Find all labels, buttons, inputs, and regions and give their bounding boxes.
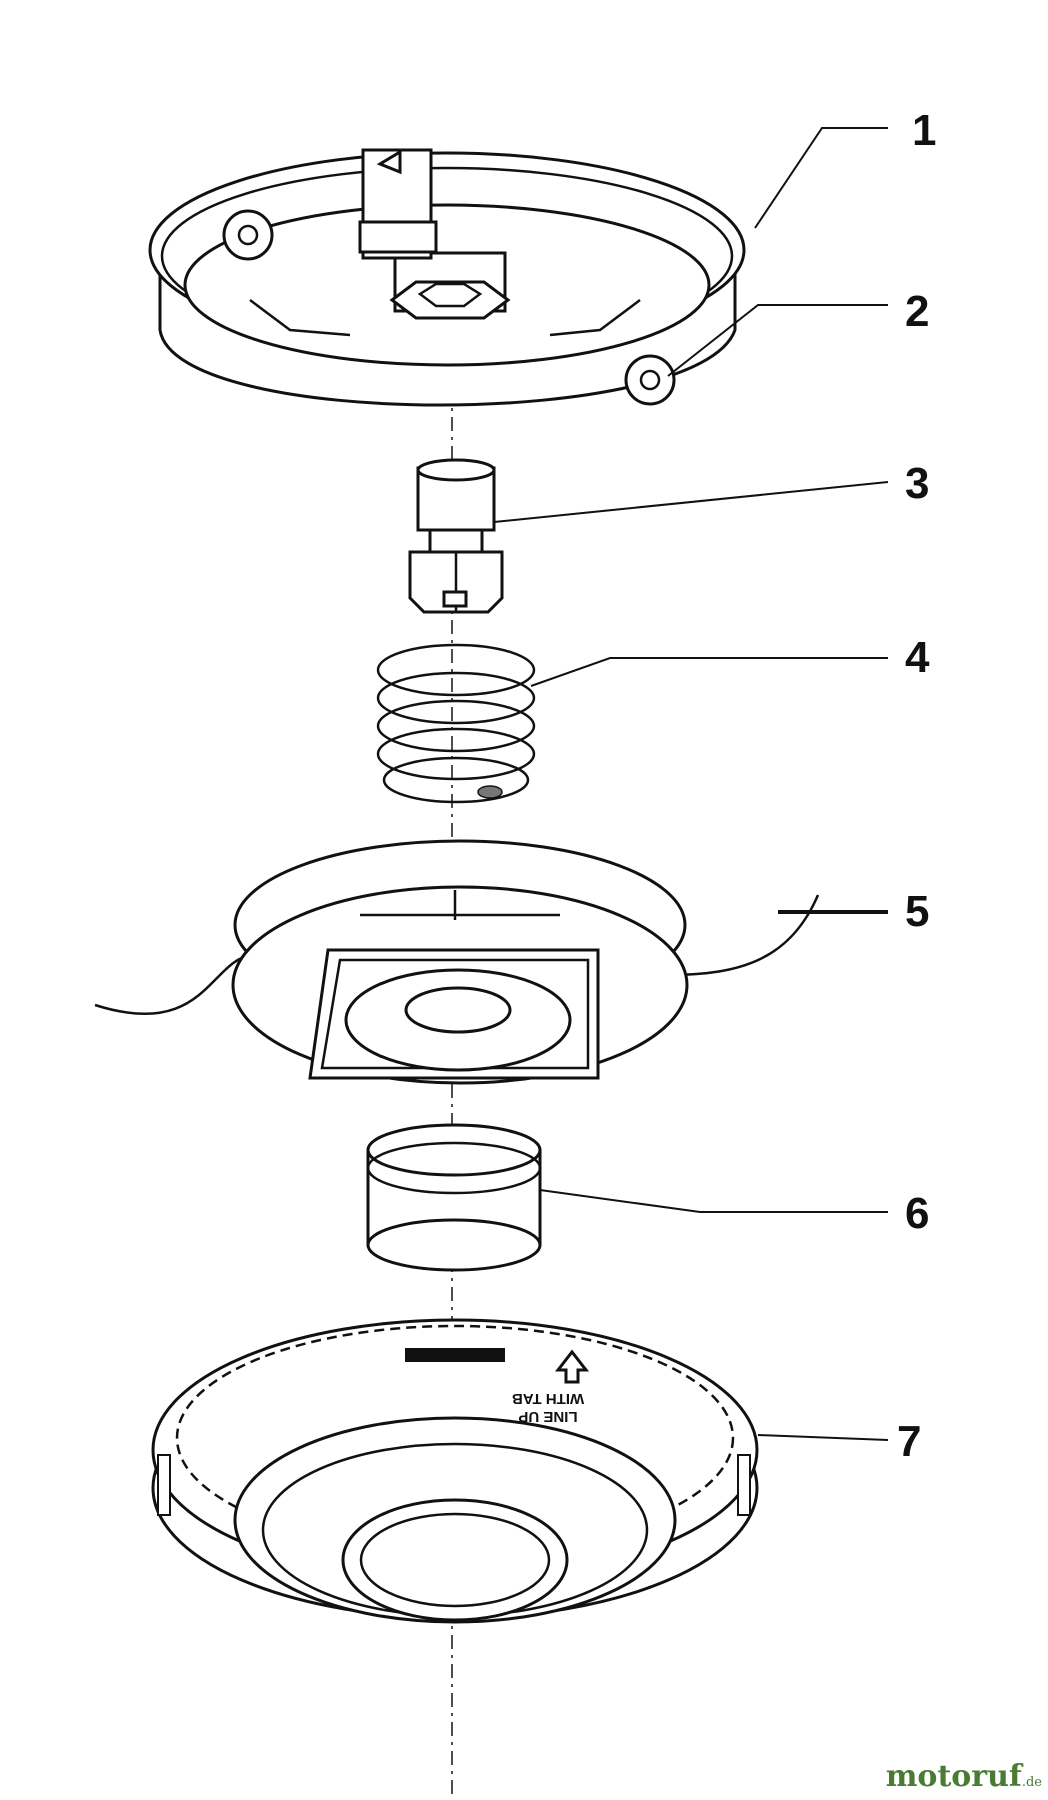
part-1-housing [148, 148, 746, 407]
callout-3: 3 [905, 459, 929, 508]
leader-4 [530, 657, 888, 687]
callout-1: 1 [912, 106, 936, 155]
callout-4: 4 [905, 633, 930, 682]
leader-1 [754, 127, 888, 229]
watermark-tld: .de [1021, 1775, 1042, 1790]
callout-7: 7 [897, 1417, 921, 1466]
callout-5: 5 [905, 887, 929, 936]
part-4-spring [376, 643, 536, 804]
leader-3 [493, 481, 889, 523]
cover-text-line2: WITH TAB [512, 1390, 584, 1407]
part-7-cover: LINE UP WITH TAB [151, 1318, 759, 1624]
callout-6: 6 [905, 1189, 929, 1238]
part-5-spool [94, 839, 820, 1085]
cover-text-line1: LINE UP [518, 1408, 577, 1425]
part-6-hub [366, 1123, 542, 1272]
leader-6 [539, 1189, 888, 1213]
callout-2: 2 [905, 287, 929, 336]
leader-2 [667, 304, 888, 377]
leader-7 [757, 1434, 889, 1441]
watermark-name: motoruf [885, 1759, 1022, 1794]
part-3-bolt [408, 458, 504, 614]
watermark-logo: motoruf.de [886, 1759, 1042, 1794]
